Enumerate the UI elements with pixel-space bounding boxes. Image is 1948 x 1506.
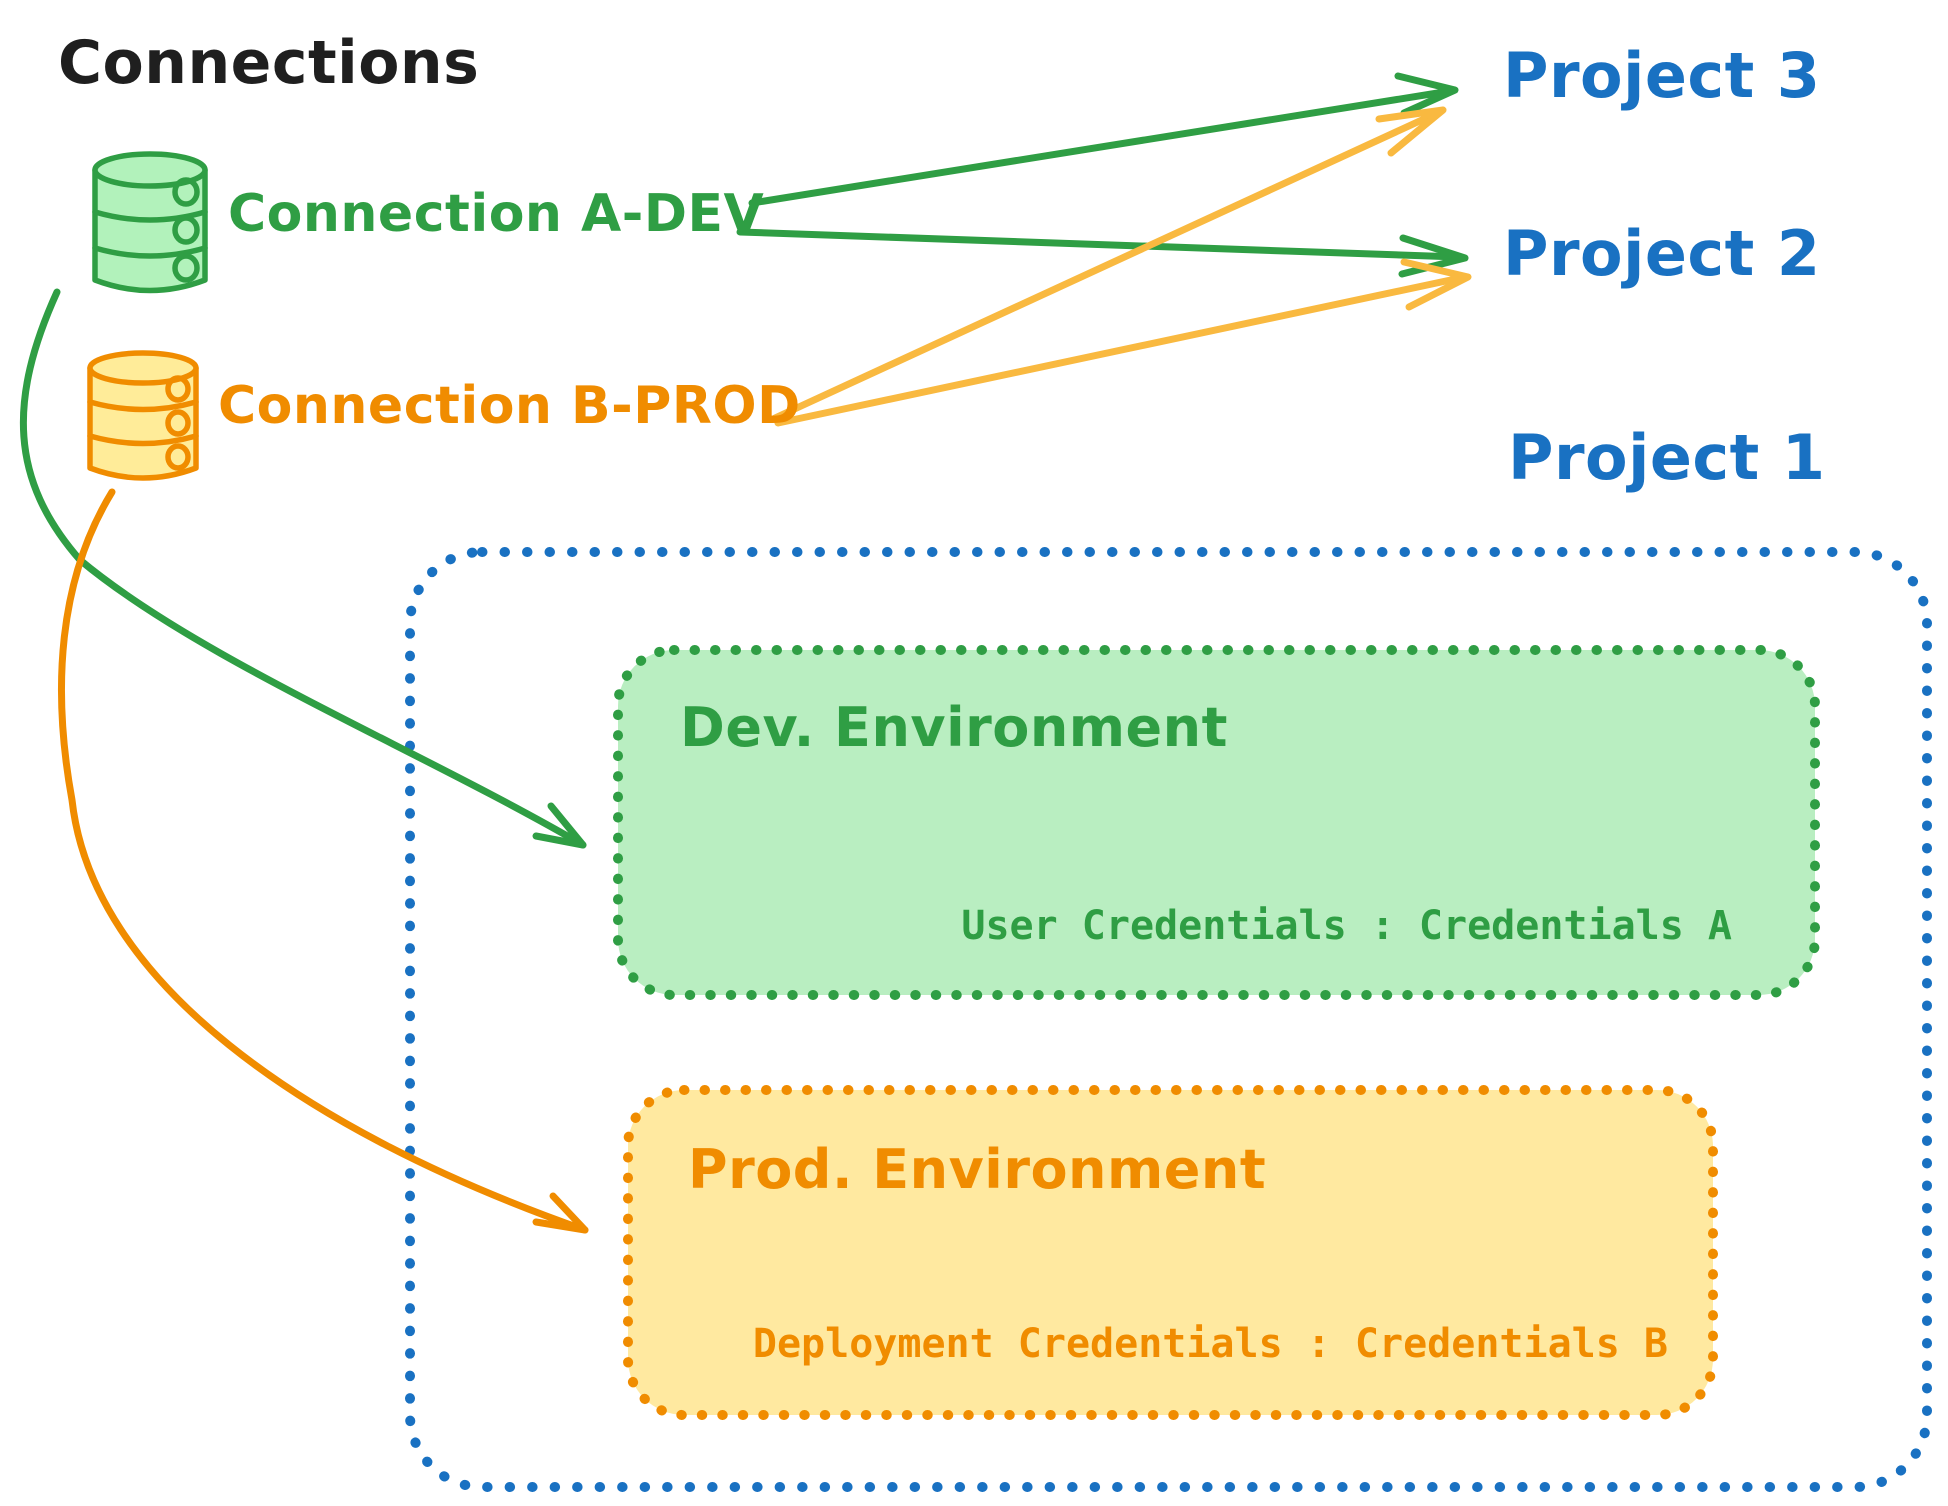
dev-environment-title: Dev. Environment (680, 696, 1228, 759)
arrow-dev-to-project3 (748, 72, 1459, 207)
arrow-prod-db-to-prod-environment (58, 488, 589, 1234)
arrow-dev-db-to-dev-environment (19, 288, 587, 849)
arrow-prod-to-project3 (771, 106, 1447, 422)
prod-database-icon (87, 350, 199, 481)
dev-environment-credentials: User Credentials : Credentials A (961, 903, 1732, 949)
dev-database-icon (92, 151, 208, 294)
arrow-prod-to-project2 (774, 258, 1472, 427)
connection-a-dev-label: Connection A-DEV (228, 184, 765, 244)
project-3-label: Project 3 (1503, 39, 1821, 112)
prod-environment-title: Prod. Environment (688, 1138, 1267, 1201)
diagram-title: Connections (58, 28, 480, 98)
project-2-label: Project 2 (1503, 217, 1821, 290)
dev-environment-box (613, 645, 1820, 1000)
prod-environment-box (623, 1085, 1718, 1420)
connection-b-prod-label: Connection B-PROD (218, 376, 801, 436)
prod-environment-credentials: Deployment Credentials : Credentials B (752, 1321, 1668, 1367)
project-1-label: Project 1 (1508, 421, 1826, 494)
project1-container-box (405, 547, 1932, 1492)
